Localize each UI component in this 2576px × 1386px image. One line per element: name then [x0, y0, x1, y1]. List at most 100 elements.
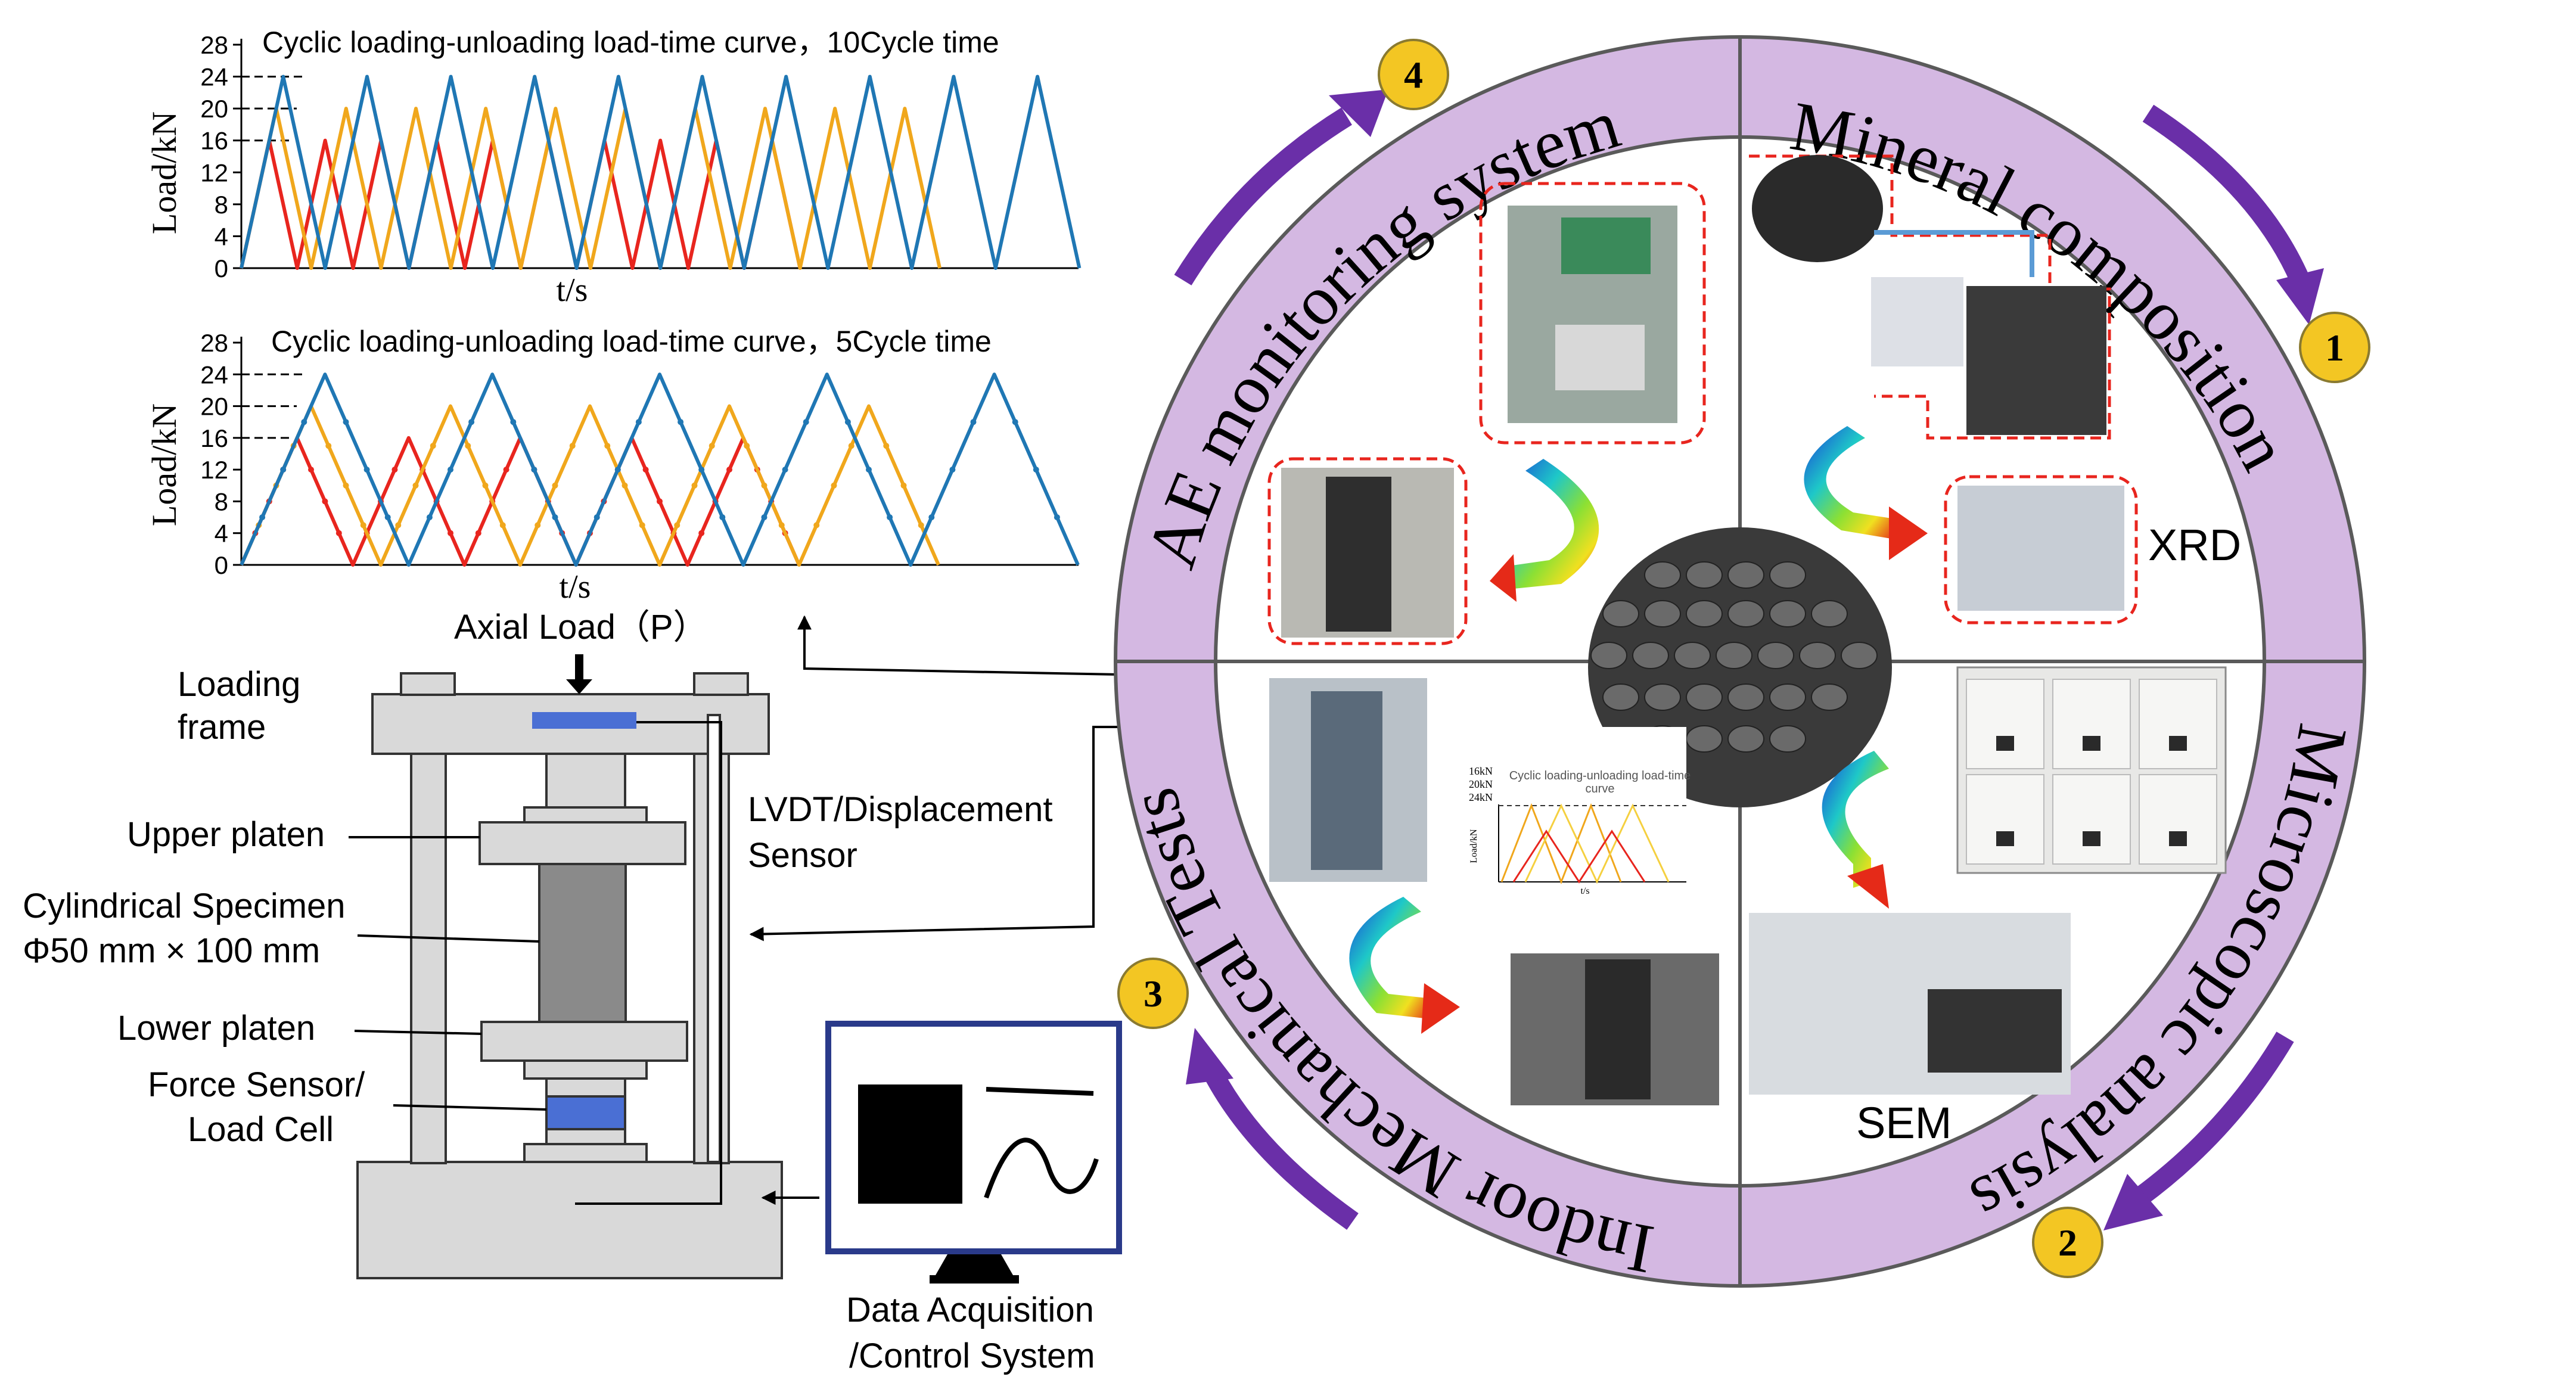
- ae-laptop: [1561, 217, 1651, 274]
- chart-10-cycles: Cyclic loading-unloading load-time curve…: [145, 26, 1082, 309]
- series-line-20kN: [240, 404, 940, 567]
- series-marker: [831, 482, 837, 489]
- chart-top-ylabel: Load/kN: [145, 111, 184, 234]
- series-marker: [887, 514, 893, 521]
- series-marker: [614, 467, 621, 473]
- series-marker: [503, 467, 509, 473]
- series-marker: [900, 482, 907, 489]
- sample-bag: [2052, 774, 2131, 865]
- series-marker: [604, 443, 611, 449]
- y-tick-label: 0: [215, 254, 228, 282]
- mini-orange-line: [1500, 803, 1622, 885]
- specimen-top: [1811, 600, 1848, 627]
- left-column: [410, 738, 447, 1164]
- series-marker: [928, 514, 935, 521]
- ae-device: [1555, 325, 1645, 390]
- chart-5-cycles: Cyclic loading-unloading load-time curve…: [145, 325, 1080, 605]
- axial-load-arrow-head: [566, 679, 592, 694]
- series-marker: [426, 514, 433, 521]
- ae-sample-frame: [1267, 457, 1468, 645]
- specimen-top: [1769, 683, 1806, 711]
- series-line-24kN: [240, 372, 1080, 567]
- rainbow-arrow-q2: [1822, 751, 1889, 888]
- y-tick-label: 12: [200, 456, 228, 484]
- badge-2: [2032, 1207, 2103, 1278]
- sample-bag: [1966, 679, 2044, 769]
- series-marker: [719, 514, 726, 521]
- series-marker: [325, 443, 332, 449]
- series-marker: [308, 467, 314, 473]
- series-marker: [803, 419, 809, 425]
- badge-3: [1117, 958, 1189, 1029]
- mini-chart-title-1: Cyclic loading-unloading load-time: [1509, 769, 1691, 782]
- raw-coal-photo: [1752, 155, 1883, 262]
- y-tick-label: 4: [215, 520, 228, 548]
- lower-platen: [480, 1021, 688, 1062]
- arrow-q4: [1174, 107, 1352, 285]
- force-sensor-block: [545, 1095, 626, 1130]
- rainbow-arrowhead-q3: [1421, 983, 1460, 1034]
- sample-bag: [2139, 774, 2217, 865]
- specimen-top: [1841, 642, 1878, 669]
- badge-3-text: 3: [1143, 972, 1163, 1015]
- mini-y24: 24kN: [1469, 791, 1493, 803]
- leader-lower-platen: [354, 1030, 482, 1035]
- xrd-label: XRD: [2148, 520, 2241, 570]
- series-marker: [970, 419, 977, 425]
- specimen-top: [1811, 683, 1848, 711]
- series-line-24kN: [240, 74, 1082, 270]
- series-marker: [322, 498, 328, 505]
- specimen-in-machine: [1585, 959, 1651, 1099]
- series-line-20kN: [240, 107, 941, 270]
- series-marker: [761, 482, 767, 489]
- series-marker: [949, 467, 956, 473]
- specimen-top: [1769, 600, 1806, 627]
- monitor-stand: [936, 1254, 1013, 1275]
- y-tick-label: 8: [215, 487, 228, 515]
- rainbow-arrow-q4: [1502, 459, 1599, 590]
- y-tick-label: 28: [200, 31, 228, 59]
- specimen-top: [1590, 642, 1627, 669]
- y-tick-label: 16: [200, 127, 228, 155]
- mini-red-line: [1512, 829, 1646, 884]
- axial-load-label: Axial Load（P）: [454, 608, 708, 647]
- series-marker: [448, 530, 453, 536]
- arrow-q1: [2142, 104, 2310, 284]
- daq-label-2: /Control System: [849, 1337, 1095, 1375]
- badge-4-text: 4: [1404, 54, 1423, 96]
- y-tick-label: 16: [200, 424, 228, 452]
- arrowhead-q1: [2276, 268, 2324, 325]
- chart-top-xlabel: t/s: [557, 272, 588, 309]
- series-marker: [475, 530, 481, 536]
- loading-frame-label-2: frame: [178, 708, 266, 747]
- rainbow-arrowhead-q2: [1847, 864, 1889, 909]
- monitor-block: [858, 1084, 962, 1204]
- specimen-top: [1644, 561, 1681, 589]
- chart-top-title: Cyclic loading-unloading load-time curve…: [262, 26, 999, 59]
- specimen-top: [1632, 642, 1669, 669]
- series-marker: [465, 443, 471, 449]
- rainbow-arrowhead-q1: [1889, 506, 1928, 560]
- sensor-holder-top: [545, 1077, 626, 1098]
- specimen-label-2: Φ50 mm × 100 mm: [23, 931, 320, 970]
- series-marker: [698, 467, 705, 473]
- series-marker: [593, 514, 600, 521]
- series-marker: [384, 514, 391, 521]
- series-marker: [468, 419, 475, 425]
- arrowhead-q2: [2103, 1174, 2163, 1230]
- series-marker: [698, 530, 705, 536]
- mineral-photo-frame: [1749, 154, 2111, 440]
- series-marker: [430, 443, 436, 449]
- specimen-top: [1799, 642, 1836, 669]
- testing-machine-body: [1311, 691, 1382, 870]
- series-marker: [552, 514, 558, 521]
- cycle-arrowheads: [1186, 89, 2324, 1230]
- series-marker: [883, 443, 890, 449]
- specimen-label-1: Cylindrical Specimen: [23, 887, 346, 925]
- series-marker: [691, 482, 698, 489]
- arrow-q2: [2133, 1031, 2294, 1206]
- y-tick-label: 8: [215, 191, 228, 219]
- series-marker: [1033, 467, 1039, 473]
- rainbow-arrow-q3: [1349, 897, 1430, 1019]
